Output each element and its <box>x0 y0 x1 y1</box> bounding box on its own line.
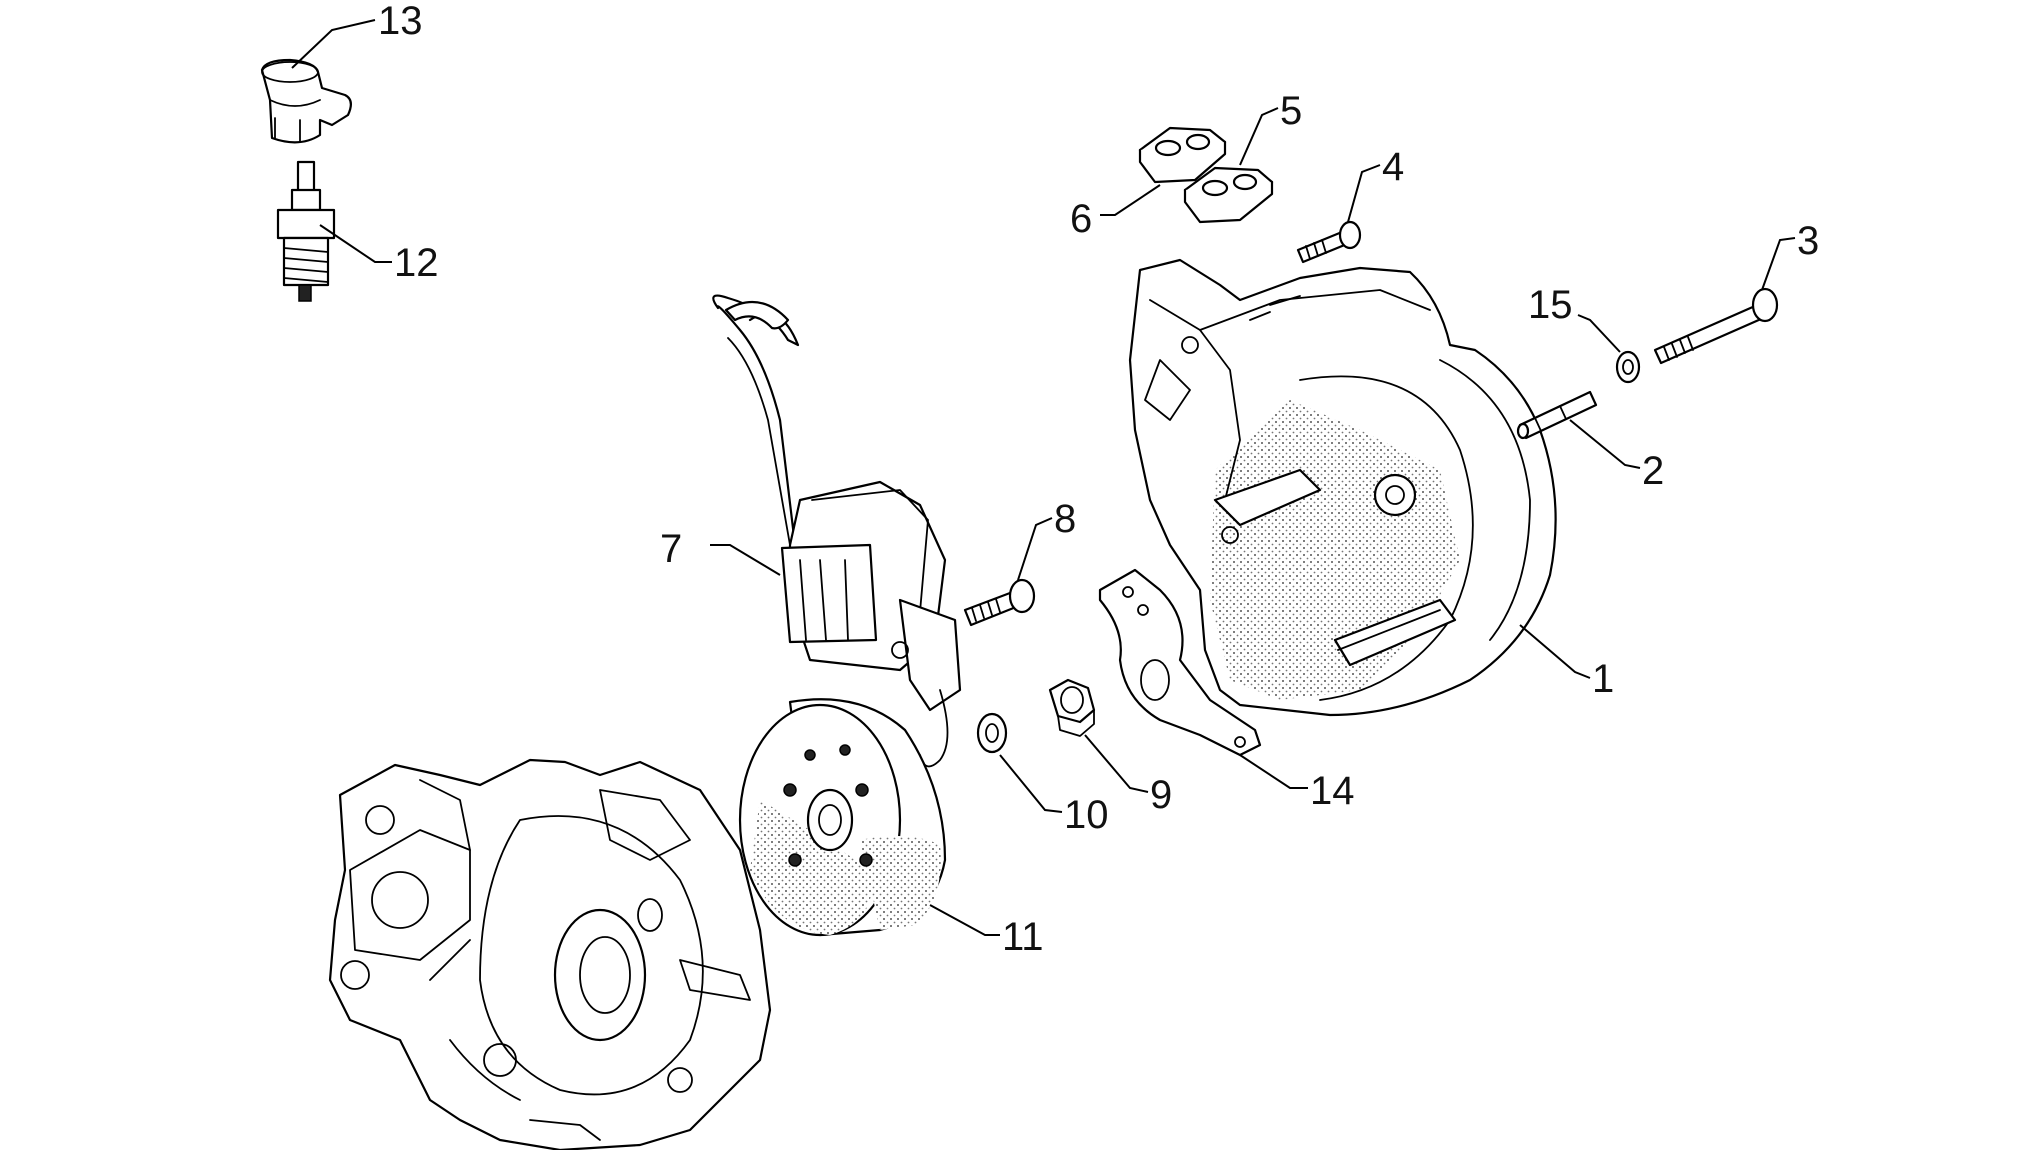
callout-4: 4 <box>1382 145 1404 189</box>
spark-plug <box>276 160 336 302</box>
stator-cover <box>1128 258 1557 717</box>
bolt-8 <box>963 578 1036 627</box>
callout-10: 10 <box>1064 793 1109 837</box>
callout-14: 14 <box>1310 769 1355 813</box>
grommet-6 <box>1138 126 1227 184</box>
crankcase <box>328 758 772 1150</box>
screw-4 <box>1296 220 1362 264</box>
callout-13: 13 <box>378 0 423 43</box>
washer-10 <box>976 712 1008 754</box>
screw-3 <box>1653 287 1779 365</box>
callout-2: 2 <box>1642 449 1664 493</box>
spark-plug-cap <box>260 58 352 144</box>
stator-bracket <box>1098 568 1262 757</box>
flywheel-rotor <box>738 698 947 937</box>
callout-11: 11 <box>1002 915 1044 959</box>
callout-5: 5 <box>1280 89 1302 133</box>
washer-15 <box>1615 350 1641 384</box>
callout-3: 3 <box>1797 219 1819 263</box>
grommet-5 <box>1183 166 1274 224</box>
callout-7: 7 <box>660 527 682 571</box>
callout-12: 12 <box>394 241 439 285</box>
ignition-coil <box>712 294 962 768</box>
callout-15: 15 <box>1528 283 1573 327</box>
dowel-pin-2 <box>1516 390 1598 440</box>
callout-1: 1 <box>1592 657 1614 701</box>
callout-9: 9 <box>1150 773 1172 817</box>
callout-6: 6 <box>1070 197 1092 241</box>
nut-9 <box>1048 678 1096 737</box>
callout-8: 8 <box>1054 497 1076 541</box>
leader-lines <box>291 19 1796 936</box>
